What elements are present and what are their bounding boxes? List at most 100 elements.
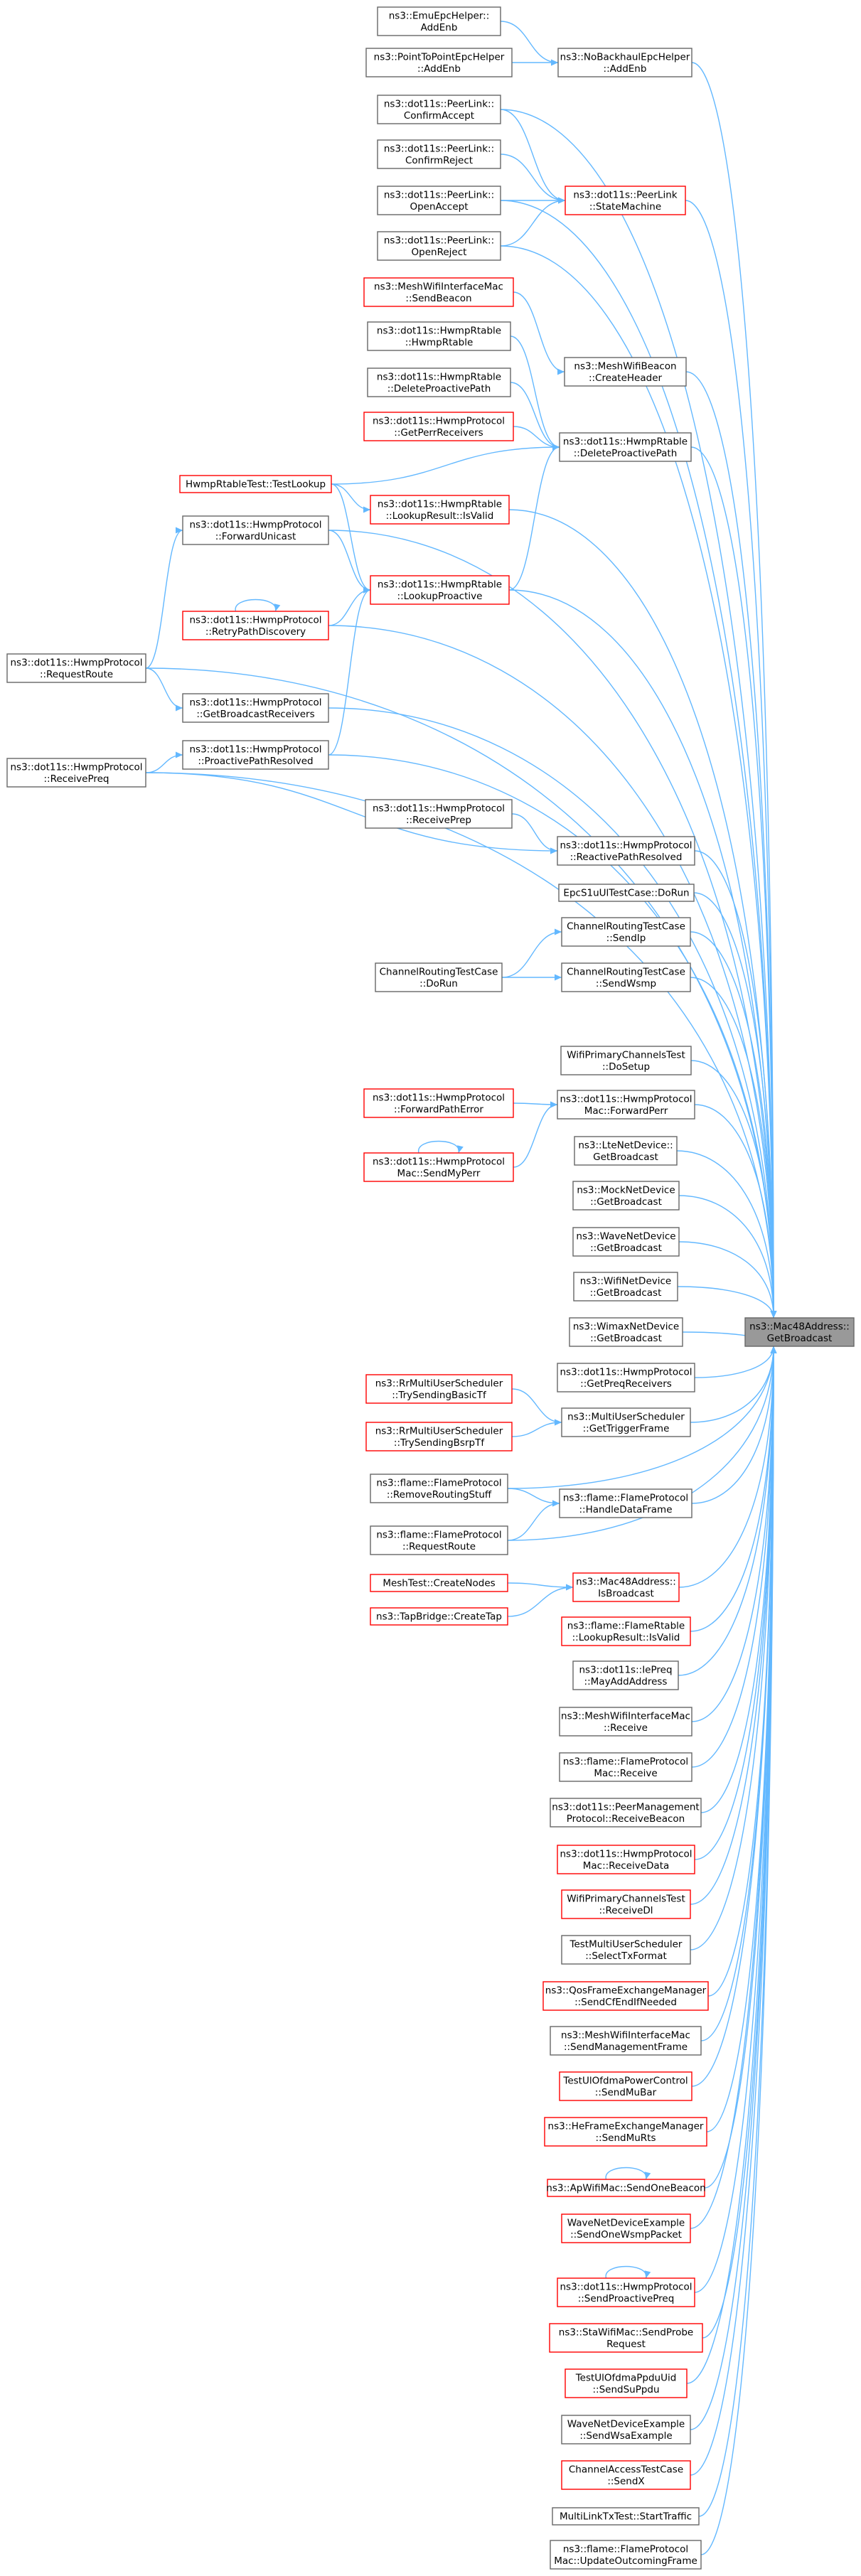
graph-node-mwi-sendbeacon[interactable]: ns3::MeshWifiInterfaceMac::SendBeacon	[363, 277, 514, 307]
node-label: ns3::dot11s::HwmpProtocol	[373, 803, 505, 814]
call-edge-to-getbroadcast	[328, 625, 774, 1319]
node-label: ns3::ApWifiMac::SendOneBeacon	[546, 2183, 705, 2194]
node-label: ns3::MeshWifiInterfaceMac	[374, 281, 503, 292]
graph-node-hp-requestroute[interactable]: ns3::dot11s::HwmpProtocol::RequestRoute	[6, 653, 146, 683]
graph-node-mus-gettriggerframe[interactable]: ns3::MultiUserScheduler::GetTriggerFrame	[561, 1407, 691, 1437]
graph-node-hrtest[interactable]: HwmpRtableTest::TestLookup	[179, 475, 332, 493]
node-label: ::ReceiveDl	[599, 1905, 653, 1916]
graph-node-pl-confirmaccept[interactable]: ns3::dot11s::PeerLink::ConfirmAccept	[377, 95, 501, 124]
node-label: ns3::dot11s::HwmpProtocol	[189, 697, 321, 708]
graph-node-wnde-sendwsa[interactable]: WaveNetDeviceExample::SendWsaExample	[561, 2415, 691, 2444]
node-label: WaveNetDeviceExample	[567, 2217, 685, 2228]
graph-node-ap-sendonebeacon[interactable]: ns3::ApWifiMac::SendOneBeacon	[546, 2179, 706, 2197]
graph-node-mac48-isbroadcast[interactable]: ns3::Mac48Address::IsBroadcast	[572, 1572, 680, 1602]
graph-node-wimax-gb[interactable]: ns3::WimaxNetDevice::GetBroadcast	[569, 1317, 683, 1347]
graph-node-mwb-createheader[interactable]: ns3::MeshWifiBeacon::CreateHeader	[564, 357, 687, 387]
graph-node-hr-delpp2[interactable]: ns3::dot11s::HwmpRtable::DeleteProactive…	[559, 432, 692, 462]
graph-node-hp-receiveprep[interactable]: ns3::dot11s::HwmpProtocol::ReceivePrep	[365, 799, 513, 829]
graph-node-iepreq[interactable]: ns3::dot11s::IePreq::MayAddAddress	[572, 1660, 679, 1690]
call-edge	[510, 382, 560, 448]
graph-node-hr-delpp1[interactable]: ns3::dot11s::HwmpRtable::DeleteProactive…	[367, 367, 511, 397]
graph-node-mock-gb[interactable]: ns3::MockNetDevice::GetBroadcast	[572, 1181, 680, 1211]
graph-node-mwi-receive[interactable]: ns3::MeshWifiInterfaceMac::Receive	[559, 1707, 692, 1737]
node-label: ::HwmpRtable	[405, 337, 474, 348]
graph-node-hp-forwardperr-src[interactable]: ns3::dot11s::HwmpProtocol::ForwardPathEr…	[363, 1088, 514, 1118]
graph-node-wifi-gb[interactable]: ns3::WifiNetDevice::GetBroadcast	[573, 1272, 678, 1302]
graph-node-hp-proactiveresolved[interactable]: ns3::dot11s::HwmpProtocol::ProactivePath…	[182, 740, 329, 770]
call-edge-to-getbroadcast	[500, 109, 774, 1319]
node-label: ns3::WimaxNetDevice	[573, 1321, 679, 1332]
graph-node-cat-sendx[interactable]: ChannelAccessTestCase::SendX	[561, 2460, 691, 2490]
graph-node-hp-getpreq[interactable]: ns3::dot11s::HwmpProtocol::GetPreqReceiv…	[557, 1363, 695, 1392]
graph-node-frt-isvalid[interactable]: ns3::flame::FlameRtable::LookupResult::I…	[561, 1616, 691, 1646]
node-label: ::SendManagementFrame	[564, 2041, 688, 2053]
node-label: IsBroadcast	[598, 1588, 654, 1599]
graph-node-epcs1u[interactable]: EpcS1uUlTestCase::DoRun	[558, 884, 695, 902]
graph-node-rr-basictf[interactable]: ns3::RrMultiUserScheduler::TrySendingBas…	[365, 1374, 513, 1404]
graph-node-mwi-sendmgmt[interactable]: ns3::MeshWifiInterfaceMac::SendManagemen…	[550, 2026, 702, 2056]
node-label: ::ProactivePathResolved	[198, 756, 313, 767]
graph-node-fp-requestroute[interactable]: ns3::flame::FlameProtocol::RequestRoute	[370, 1525, 508, 1555]
graph-node-hpm-receivedata[interactable]: ns3::dot11s::HwmpProtocolMac::ReceiveDat…	[557, 1845, 695, 1874]
graph-node-fp-handledata[interactable]: ns3::flame::FlameProtocol::HandleDataFra…	[559, 1488, 692, 1518]
call-edge-to-getbroadcast	[690, 977, 774, 1319]
graph-node-hr-lookupproactive[interactable]: ns3::dot11s::HwmpRtable::LookupProactive	[370, 575, 510, 605]
graph-node-emu[interactable]: ns3::EmuEpcHelper::AddEnb	[377, 6, 501, 36]
graph-node-mltx-starttraffic[interactable]: MultiLinkTxTest::StartTraffic	[552, 2507, 700, 2526]
graph-node-tapbridge[interactable]: ns3::TapBridge::CreateTap	[370, 1607, 508, 1626]
node-label: Mac::ReceiveData	[583, 1860, 670, 1872]
graph-node-crt-sendwsmp[interactable]: ChannelRoutingTestCase::SendWsmp	[561, 962, 691, 992]
graph-node-wnde-sendonewsmp[interactable]: WaveNetDeviceExample::SendOneWsmpPacket	[561, 2213, 691, 2243]
call-edge	[507, 1503, 560, 1541]
arrow-head	[550, 1101, 557, 1108]
node-label: ::SelectTxFormat	[585, 1950, 667, 1962]
node-label: WifiPrimaryChannelsTest	[567, 1049, 685, 1061]
graph-node-crt-sendip[interactable]: ChannelRoutingTestCase::SendIp	[561, 917, 691, 947]
graph-node-wpct-receivedl[interactable]: WifiPrimaryChannelsTest::ReceiveDl	[561, 1889, 691, 1919]
graph-node-he-sendmurts[interactable]: ns3::HeFrameExchangeManager::SendMuRts	[544, 2117, 707, 2147]
graph-node-hp-reactiveresolved[interactable]: ns3::dot11s::HwmpProtocol::ReactivePathR…	[557, 836, 695, 866]
call-edge	[500, 200, 566, 247]
node-label: ::RetryPathDiscovery	[205, 626, 306, 638]
node-label: Mac::ForwardPerr	[584, 1105, 668, 1117]
graph-node-tmus-selecttx[interactable]: TestMultiUserScheduler::SelectTxFormat	[561, 1935, 691, 1965]
graph-node-p2p[interactable]: ns3::PointToPointEpcHelper::AddEnb	[365, 48, 513, 77]
graph-node-lte-gb[interactable]: ns3::LteNetDevice::GetBroadcast	[574, 1136, 678, 1166]
node-label: ::LookupResult::IsValid	[386, 510, 494, 522]
graph-node-fp-removerouting[interactable]: ns3::flame::FlameProtocol::RemoveRouting…	[370, 1474, 508, 1503]
graph-node-tulofdma-sendsuppdu[interactable]: TestUlOfdmaPpduUid::SendSuPpdu	[565, 2368, 688, 2398]
graph-node-hp-retrypath[interactable]: ns3::dot11s::HwmpProtocol::RetryPathDisc…	[182, 611, 329, 640]
graph-node-hpm-forwardperr[interactable]: ns3::dot11s::HwmpProtocolMac::ForwardPer…	[557, 1090, 695, 1120]
graph-node-hp-receivepreq[interactable]: ns3::dot11s::HwmpProtocol::ReceivePreq	[6, 758, 146, 788]
graph-node-lr-isvalid[interactable]: ns3::dot11s::HwmpRtable::LookupResult::I…	[370, 495, 510, 525]
graph-node-focus[interactable]: ns3::Mac48Address::GetBroadcast	[744, 1317, 855, 1347]
graph-node-pmp-receivebeacon[interactable]: ns3::dot11s::PeerManagementProtocol::Rec…	[550, 1798, 702, 1828]
node-label: ns3::WifiNetDevice	[580, 1275, 671, 1287]
self-call-edge	[605, 2167, 647, 2180]
graph-node-pl-confirmreject[interactable]: ns3::dot11s::PeerLink::ConfirmReject	[377, 139, 501, 169]
graph-node-hp-forwardunicast[interactable]: ns3::dot11s::HwmpProtocol::ForwardUnicas…	[182, 515, 329, 545]
graph-node-hp-getperr[interactable]: ns3::dot11s::HwmpProtocol::GetPerrReceiv…	[363, 412, 514, 441]
graph-node-pl-openreject[interactable]: ns3::dot11s::PeerLink::OpenReject	[377, 231, 501, 261]
graph-node-hp-getbcast[interactable]: ns3::dot11s::HwmpProtocol::GetBroadcastR…	[182, 693, 329, 723]
node-label: ::GetBroadcast	[590, 1287, 662, 1299]
graph-node-rr-bsrptf[interactable]: ns3::RrMultiUserScheduler::TrySendingBsr…	[365, 1422, 513, 1451]
graph-node-fpm-updateoutcoming[interactable]: ns3::flame::FlameProtocolMac::UpdateOutc…	[550, 2540, 702, 2570]
graph-node-tulofdma-sendmubar[interactable]: TestUlOfdmaPowerControl::SendMuBar	[559, 2071, 692, 2101]
graph-node-wave-gb[interactable]: ns3::WaveNetDevice::GetBroadcast	[572, 1227, 680, 1257]
graph-node-nobackhaul[interactable]: ns3::NoBackhaulEpcHelper::AddEnb	[557, 48, 692, 77]
graph-node-hp-sendproactivepreq[interactable]: ns3::dot11s::HwmpProtocol::SendProactive…	[557, 2277, 695, 2307]
graph-node-meshtest[interactable]: MeshTest::CreateNodes	[370, 1574, 508, 1592]
node-label: ns3::dot11s::PeerLink::	[384, 143, 494, 154]
graph-node-qos-sendcfend[interactable]: ns3::QosFrameExchangeManager::SendCfEndI…	[542, 1981, 709, 2011]
graph-node-pl-statemachine[interactable]: ns3::dot11s::PeerLink::StateMachine	[565, 186, 686, 215]
node-label: ns3::NoBackhaulEpcHelper	[560, 51, 690, 63]
graph-node-crt-dorun[interactable]: ChannelRoutingTestCase::DoRun	[375, 962, 503, 992]
graph-node-wpct-dosetup[interactable]: WifiPrimaryChannelsTest::DoSetup	[560, 1046, 692, 1075]
graph-node-pl-openaccept[interactable]: ns3::dot11s::PeerLink::OpenAccept	[377, 186, 501, 215]
node-label: ::Receive	[604, 1722, 648, 1734]
graph-node-hr-hwmprtable[interactable]: ns3::dot11s::HwmpRtable::HwmpRtable	[367, 321, 511, 351]
